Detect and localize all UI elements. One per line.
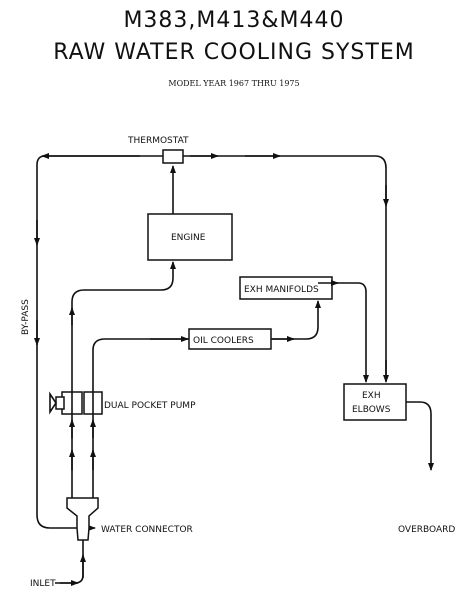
water-connector-shape <box>66 497 99 541</box>
oil-coolers-to-manifolds <box>271 300 321 340</box>
subtitle-model-year: MODEL YEAR 1967 THRU 1975 <box>168 79 300 88</box>
title-models: M383,M413&M440 <box>123 8 345 33</box>
bypass-line <box>36 155 163 531</box>
overboard-label: OVERBOARD <box>398 525 455 535</box>
exh-elbows-label-1: EXH <box>362 391 381 401</box>
engine-box <box>147 213 233 261</box>
engine-label: ENGINE <box>171 233 206 243</box>
exh-manifolds-label: EXH MANIFOLDS <box>244 285 319 295</box>
title-system: RAW WATER COOLING SYSTEM <box>53 40 415 65</box>
thermostat-right-line <box>183 155 387 380</box>
manifolds-to-elbows <box>332 282 369 383</box>
exh-elbows-box <box>343 383 407 421</box>
dual-pocket-pump <box>49 390 103 416</box>
exh-elbows-label-2: ELBOWS <box>352 405 391 415</box>
inlet-label: INLET <box>30 579 56 589</box>
pump-to-oil-coolers-line <box>92 338 189 390</box>
exh-manifolds-box <box>239 276 333 300</box>
thermostat-label: THERMOSTAT <box>127 136 189 146</box>
bypass-label: BY-PASS <box>21 299 31 335</box>
elbows-to-overboard <box>406 401 434 471</box>
dual-pocket-pump-label: DUAL POCKET PUMP <box>104 401 196 411</box>
thermostat-box <box>162 149 184 164</box>
pump-to-engine-line <box>71 261 176 390</box>
water-connector-label: WATER CONNECTOR <box>101 525 193 535</box>
inlet-line <box>60 540 84 584</box>
oil-coolers-label: OIL COOLERS <box>193 336 254 346</box>
